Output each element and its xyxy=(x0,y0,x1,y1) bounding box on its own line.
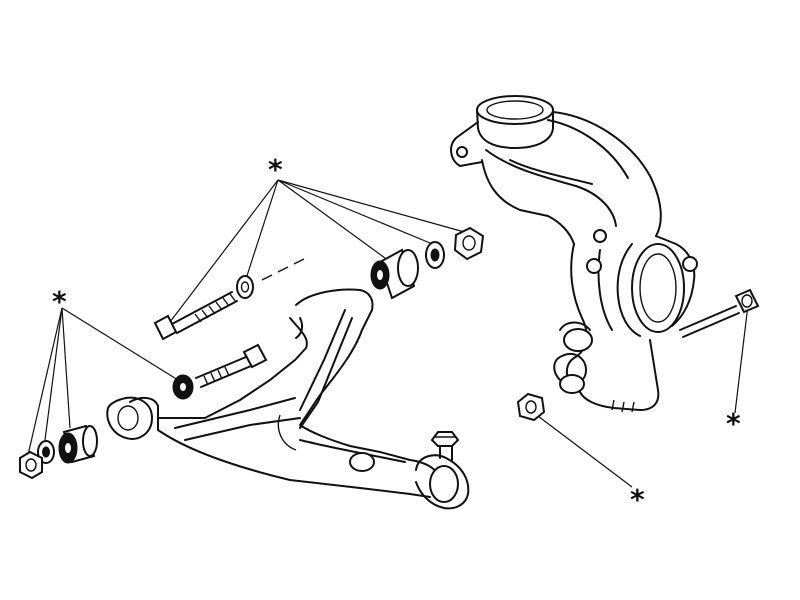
knuckle-nut xyxy=(516,392,546,422)
knuckle-bolt xyxy=(679,288,760,338)
lower-washer xyxy=(172,374,194,400)
callout-asterisk-knuckle-nut: * xyxy=(630,483,645,516)
callout-asterisk-upper: * xyxy=(268,153,283,186)
left-nut xyxy=(19,450,43,480)
wishbone-arm xyxy=(106,288,446,498)
callout-asterisk-left: * xyxy=(52,285,67,318)
upper-washer-right xyxy=(425,241,445,269)
upper-bolt xyxy=(153,291,238,341)
upper-washer-left xyxy=(236,275,254,299)
leader-lines xyxy=(27,179,749,488)
bolt-axis-dashes xyxy=(261,258,305,281)
upper-nut xyxy=(453,226,485,261)
steering-knuckle xyxy=(450,95,698,413)
lower-bolt xyxy=(195,343,268,388)
left-bushing xyxy=(58,424,98,464)
left-washer xyxy=(37,440,55,464)
upper-bushing xyxy=(370,248,419,300)
ball-joint xyxy=(415,431,470,510)
callout-asterisk-knuckle-bolt: * xyxy=(726,407,741,440)
